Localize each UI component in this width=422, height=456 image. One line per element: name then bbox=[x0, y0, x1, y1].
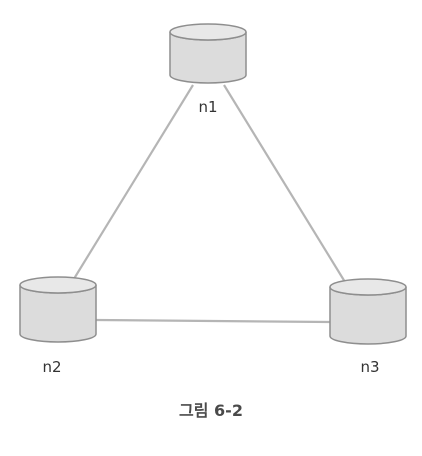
edge-n1-n3 bbox=[223, 84, 346, 283]
node-n1: n1 bbox=[169, 23, 247, 116]
database-cylinder-icon bbox=[169, 23, 247, 84]
node-label-n3: n3 bbox=[360, 358, 379, 376]
database-cylinder-icon bbox=[329, 278, 407, 345]
node-label-n2: n2 bbox=[42, 358, 61, 376]
database-cylinder-icon bbox=[19, 276, 97, 343]
node-label-n1: n1 bbox=[198, 98, 217, 116]
figure-caption: 그림 6-2 bbox=[179, 401, 243, 420]
edge-n1-n2 bbox=[71, 84, 194, 283]
node-n3: n3 bbox=[329, 278, 407, 376]
edge-n2-n3 bbox=[95, 318, 331, 324]
node-n2: n2 bbox=[19, 276, 97, 376]
